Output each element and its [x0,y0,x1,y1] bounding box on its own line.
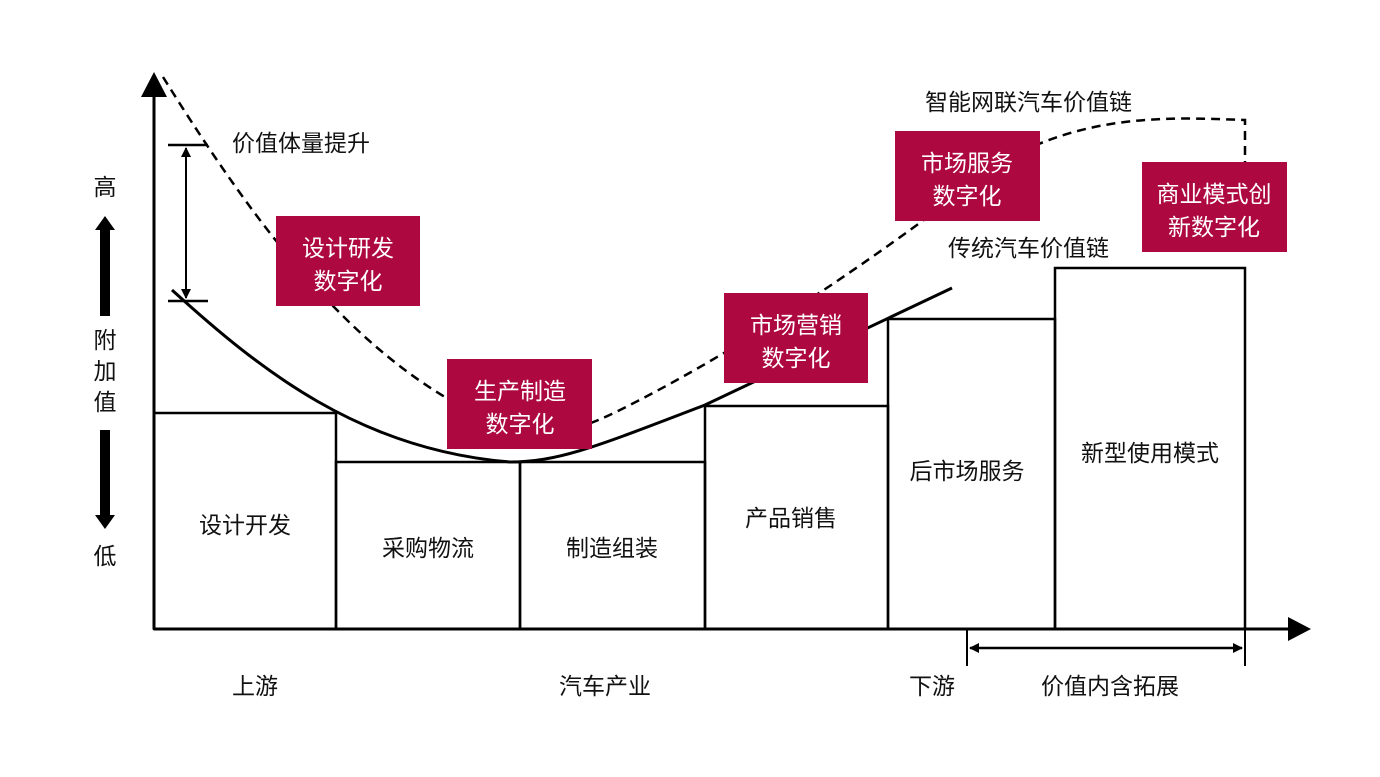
svg-text:数字化: 数字化 [486,412,555,438]
extension-label: 价值内含拓展 [1041,674,1179,700]
svg-text:市场服务: 市场服务 [921,151,1013,177]
arrow-down-icon [95,430,115,529]
svg-text:新数字化: 新数字化 [1168,215,1260,241]
digital-box: 设计研发 数字化 [276,216,420,306]
upstream-label: 上游 [232,674,278,700]
downstream-label: 下游 [909,674,955,700]
value-increase-label: 价值体量提升 [232,131,370,157]
y-axis-arrow-icon [141,72,167,97]
svg-text:设计研发: 设计研发 [302,236,394,262]
svg-text:数字化: 数字化 [933,184,1002,210]
industry-label: 汽车产业 [559,674,651,700]
svg-text:数字化: 数字化 [314,269,383,295]
y-label-3: 值 [94,390,117,416]
y-label-1: 附 [94,328,117,354]
stage-label: 设计开发 [199,513,291,539]
digital-box: 市场服务 数字化 [895,131,1040,221]
y-low-label: 低 [94,544,117,570]
digital-box: 生产制造 数字化 [447,359,592,449]
traditional-curve-label: 传统汽车价值链 [948,236,1109,262]
svg-text:数字化: 数字化 [762,346,831,372]
y-label-2: 加 [94,359,117,385]
smart-curve-label: 智能网联汽车价值链 [925,90,1132,116]
stage-label: 产品销售 [745,506,837,532]
y-high-label: 高 [94,175,117,201]
digital-box: 商业模式创 新数字化 [1142,162,1287,252]
arrow-up-icon [95,216,115,316]
stage-label: 后市场服务 [910,459,1025,485]
svg-text:市场营销: 市场营销 [750,313,842,339]
stage-boxes [152,266,1247,631]
stage-label: 新型使用模式 [1081,441,1219,467]
stage-label: 制造组装 [566,536,658,562]
svg-text:生产制造: 生产制造 [474,379,566,405]
stage-label: 采购物流 [382,536,474,562]
digital-box: 市场营销 数字化 [724,293,868,383]
svg-text:商业模式创: 商业模式创 [1157,182,1272,208]
x-axis-arrow-icon [1288,617,1311,641]
stage-box-new-mode [1053,266,1247,631]
traditional-value-curve [170,286,953,464]
